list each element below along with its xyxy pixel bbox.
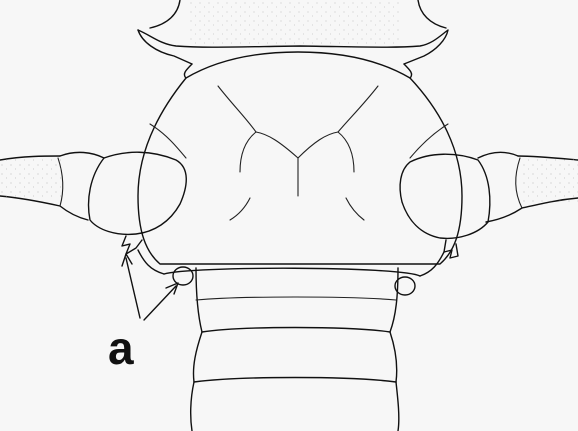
label-a: a <box>108 322 134 374</box>
